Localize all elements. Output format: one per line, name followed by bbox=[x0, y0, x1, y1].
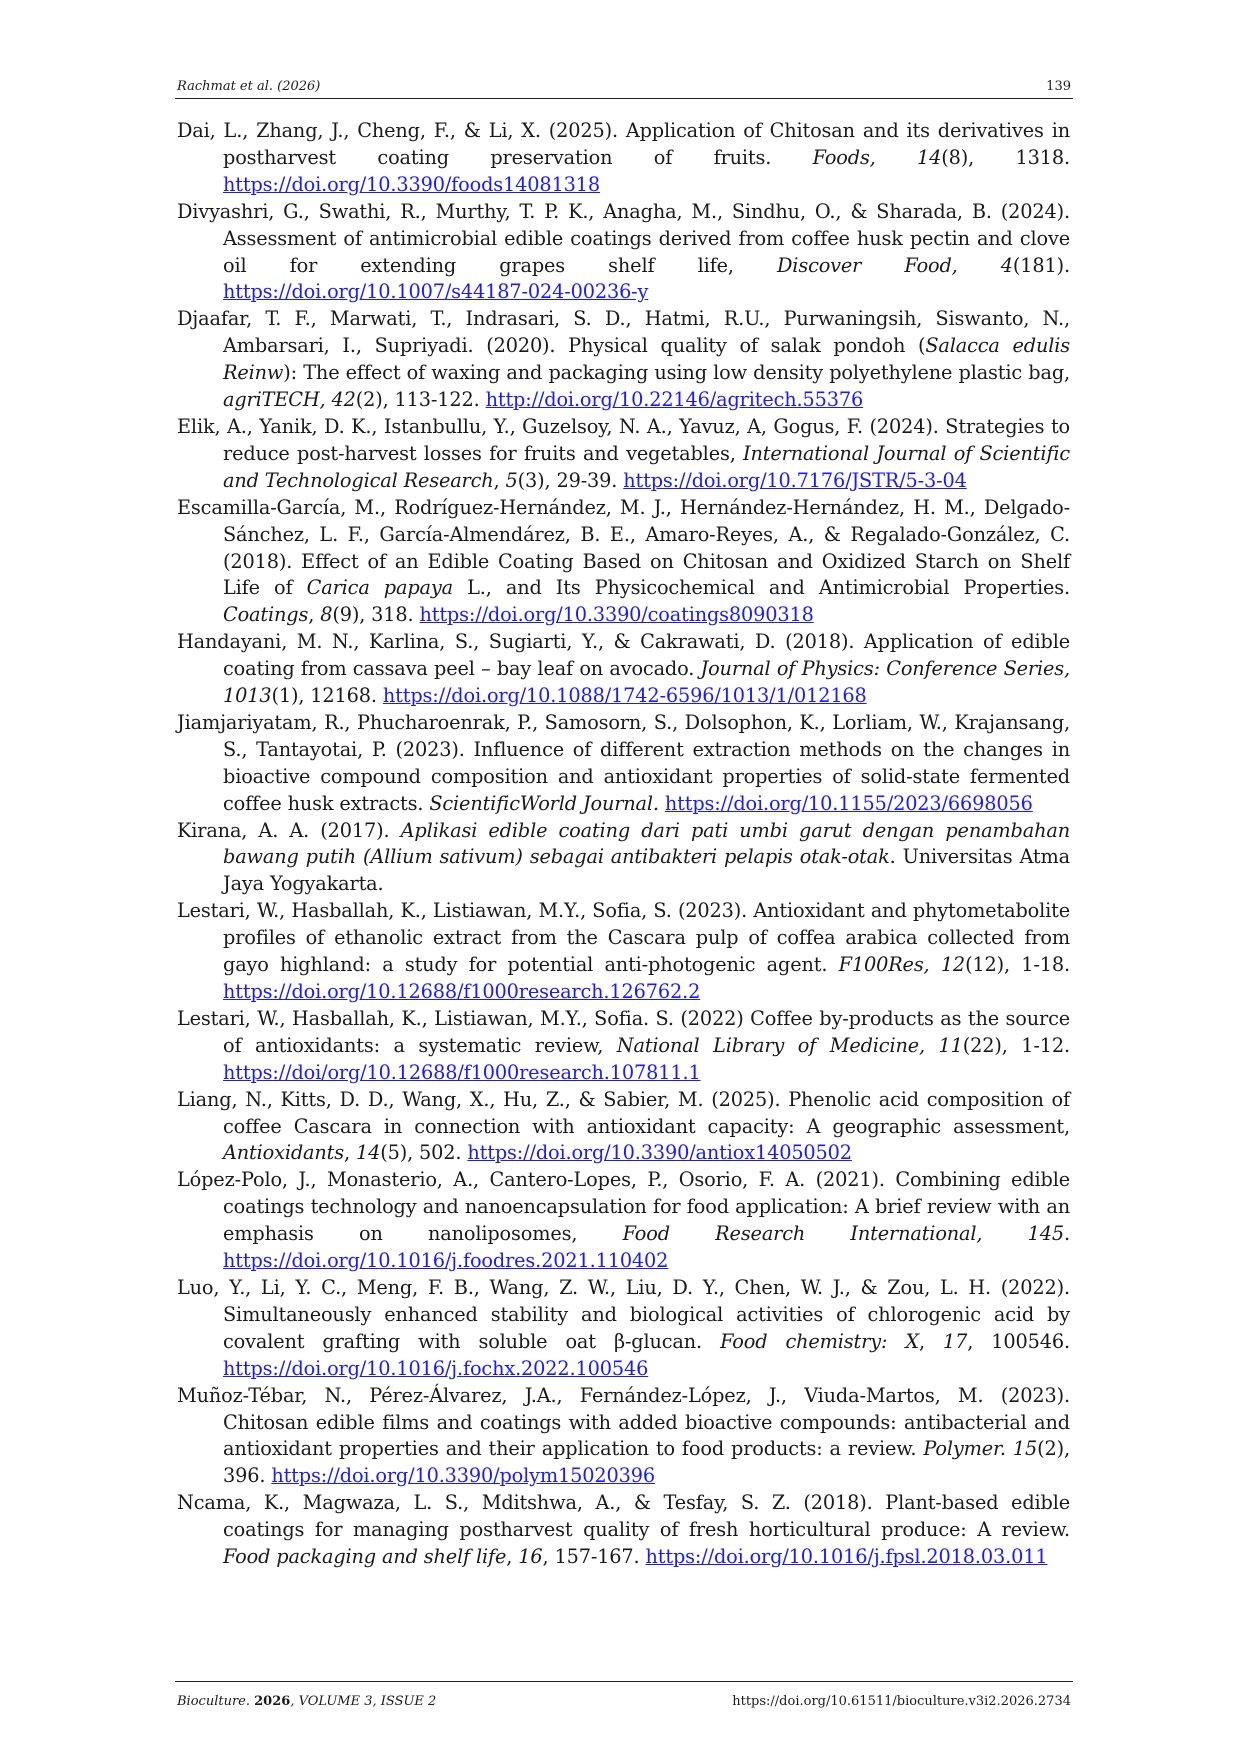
reference-text: . Universitas Atma Jaya Yogyakarta. bbox=[223, 845, 1070, 896]
doi-link[interactable]: https://doi.org/10.3390/coatings8090318 bbox=[419, 603, 814, 627]
italic-text: Antioxidants bbox=[223, 1141, 345, 1165]
reference-text: , bbox=[493, 468, 506, 492]
reference-entry: Divyashri, G., Swathi, R., Murthy, T. P.… bbox=[177, 199, 1070, 307]
reference-entry: Lestari, W., Hasballah, K., Listiawan, M… bbox=[177, 898, 1070, 1006]
doi-link[interactable]: https://doi.org/10.1016/j.fpsl.2018.03.0… bbox=[645, 1545, 1048, 1569]
reference-text: Lestari, W., Hasballah, K., Listiawan, M… bbox=[177, 899, 1070, 977]
reference-text: (2), 396. bbox=[223, 1437, 1070, 1488]
reference-entry: Escamilla-García, M., Rodríguez-Hernánde… bbox=[177, 495, 1070, 630]
volume-issue: , VOLUME 3, ISSUE 2 bbox=[290, 1694, 437, 1709]
doi-link[interactable]: https://doi.org/10.7176/JSTR/5-3-04 bbox=[623, 468, 967, 492]
reference-text: (9), 318. bbox=[332, 603, 420, 627]
reference-text: , bbox=[506, 1545, 519, 1569]
doi-link[interactable]: https://doi.org/10.1016/j.fochx.2022.100… bbox=[223, 1356, 649, 1380]
italic-text: Polymer. 15 bbox=[923, 1437, 1038, 1461]
italic-text: 16 bbox=[518, 1545, 543, 1569]
reference-entry: Kirana, A. A. (2017). Aplikasi edible co… bbox=[177, 818, 1070, 899]
reference-text: , 157-167. bbox=[542, 1545, 646, 1569]
reference-text: . bbox=[1064, 1222, 1070, 1246]
italic-text: Coatings bbox=[223, 603, 309, 627]
italic-text: Aplikasi edible coating dari pati umbi g… bbox=[223, 818, 1070, 869]
reference-text: (3), 29-39. bbox=[517, 468, 624, 492]
reference-text: ): The effect of waxing and packaging us… bbox=[283, 361, 1070, 385]
journal-year: 2026 bbox=[254, 1694, 291, 1709]
italic-text: Food packaging and shelf life bbox=[223, 1545, 507, 1569]
italic-text: Food Research International, 145 bbox=[622, 1222, 1065, 1246]
italic-text: National Library of Medicine, 11 bbox=[616, 1033, 963, 1057]
doi-link[interactable]: https://doi.org/10.1016/j.foodres.2021.1… bbox=[223, 1249, 669, 1273]
reference-text: Divyashri, G., Swathi, R., Murthy, T. P.… bbox=[177, 199, 1070, 277]
italic-text: Discover Food, 4 bbox=[777, 253, 1013, 277]
footer-doi: https://doi.org/10.61511/bioculture.v3i2… bbox=[732, 1694, 1071, 1709]
reference-text: , bbox=[344, 1141, 356, 1165]
reference-text: Kirana, A. A. (2017). bbox=[177, 818, 401, 842]
italic-text: F100Res, 12 bbox=[838, 953, 966, 977]
doi-link[interactable]: http://doi.org/10.22146/agritech.55376 bbox=[485, 388, 864, 412]
reference-text: Lestari, W., Hasballah, K., Listiawan, M… bbox=[177, 1006, 1070, 1057]
reference-text: Ncama, K., Magwaza, L. S., Mditshwa, A.,… bbox=[177, 1491, 1070, 1542]
doi-link[interactable]: https://doi.org/10.3390/polym15020396 bbox=[271, 1464, 655, 1488]
reference-text: Elik, A., Yanik, D. K., Istanbullu, Y., … bbox=[177, 414, 1070, 465]
italic-text: agriTECH, 42 bbox=[223, 388, 356, 412]
footer-journal: Bioculture. 2026, VOLUME 3, ISSUE 2 bbox=[177, 1694, 436, 1709]
reference-text: Muñoz-Tébar, N., Pérez-Álvarez, J.A., Fe… bbox=[177, 1383, 1070, 1461]
doi-link[interactable]: https://doi.org/10.1088/1742-6596/1013/1… bbox=[382, 684, 867, 708]
reference-entry: Lestari, W., Hasballah, K., Listiawan, M… bbox=[177, 1006, 1070, 1087]
reference-text: (5), 502. bbox=[380, 1141, 468, 1165]
reference-list: Dai, L., Zhang, J., Cheng, F., & Li, X. … bbox=[177, 118, 1070, 1571]
italic-text: 5 bbox=[505, 468, 518, 492]
italic-text: Foods, 14 bbox=[812, 145, 942, 169]
italic-text: Journal of Physics: Conference Series, 1… bbox=[223, 657, 1070, 708]
reference-text: , 100546. bbox=[967, 1329, 1070, 1353]
page-number: 139 bbox=[1046, 79, 1071, 94]
reference-text: (1), 12168. bbox=[271, 684, 383, 708]
italic-text: Salacca edulis Reinw bbox=[223, 334, 1071, 385]
italic-text: International Journal of Scientific and … bbox=[223, 441, 1070, 492]
doi-link[interactable]: https://doi.org/10.1155/2023/6698056 bbox=[664, 791, 1033, 815]
running-title: Rachmat et al. (2026) bbox=[177, 79, 321, 94]
reference-text: Escamilla-García, M., Rodríguez-Hernánde… bbox=[177, 495, 1070, 600]
italic-text: 17 bbox=[943, 1329, 968, 1353]
reference-text: Jiamjariyatam, R., Phucharoenrak, P., Sa… bbox=[177, 710, 1070, 815]
italic-text: ScientificWorld Journal. bbox=[429, 791, 659, 815]
italic-text: Food chemistry: X bbox=[720, 1329, 919, 1353]
reference-entry: Jiamjariyatam, R., Phucharoenrak, P., Sa… bbox=[177, 710, 1070, 818]
reference-text: , bbox=[918, 1329, 943, 1353]
reference-text: (12), 1-18. bbox=[965, 953, 1070, 977]
reference-entry: Elik, A., Yanik, D. K., Istanbullu, Y., … bbox=[177, 414, 1070, 495]
reference-entry: Handayani, M. N., Karlina, S., Sugiarti,… bbox=[177, 629, 1070, 710]
reference-text: Handayani, M. N., Karlina, S., Sugiarti,… bbox=[177, 630, 1070, 681]
doi-link[interactable]: https://doi.org/10.3390/foods14081318 bbox=[223, 172, 600, 196]
reference-entry: Ncama, K., Magwaza, L. S., Mditshwa, A.,… bbox=[177, 1490, 1070, 1571]
doi-link[interactable]: https://doi.org/10.12688/f1000research.1… bbox=[223, 980, 701, 1003]
journal-name: Bioculture. bbox=[177, 1694, 250, 1709]
reference-text: Dai, L., Zhang, J., Cheng, F., & Li, X. … bbox=[177, 119, 1070, 169]
reference-text: L., and Its Physicochemical and Antimicr… bbox=[452, 576, 1070, 600]
page-footer: Bioculture. 2026, VOLUME 3, ISSUE 2 http… bbox=[175, 1681, 1073, 1709]
reference-entry: López-Polo, J., Monasterio, A., Cantero-… bbox=[177, 1167, 1070, 1275]
italic-text: Carica papaya bbox=[306, 576, 453, 600]
reference-text: Djaafar, T. F., Marwati, T., Indrasari, … bbox=[177, 307, 1070, 358]
reference-text: Luo, Y., Li, Y. C., Meng, F. B., Wang, Z… bbox=[177, 1275, 1070, 1353]
reference-text: , bbox=[308, 603, 321, 627]
reference-text: Liang, N., Kitts, D. D., Wang, X., Hu, Z… bbox=[177, 1087, 1070, 1138]
reference-text: (2), 113-122. bbox=[355, 388, 486, 412]
reference-text: (22), 1-12. bbox=[962, 1033, 1070, 1057]
reference-text: (8), 1318. bbox=[941, 145, 1070, 169]
doi-link[interactable]: https://doi.org/10.3390/antiox14050502 bbox=[467, 1141, 852, 1165]
reference-text: López-Polo, J., Monasterio, A., Cantero-… bbox=[177, 1168, 1070, 1246]
italic-text: 14 bbox=[355, 1141, 381, 1165]
reference-entry: Dai, L., Zhang, J., Cheng, F., & Li, X. … bbox=[177, 118, 1070, 199]
reference-entry: Luo, Y., Li, Y. C., Meng, F. B., Wang, Z… bbox=[177, 1275, 1070, 1383]
doi-link[interactable]: https://doi/org/10.12688/f1000research.1… bbox=[223, 1060, 701, 1084]
reference-entry: Djaafar, T. F., Marwati, T., Indrasari, … bbox=[177, 306, 1070, 414]
doi-link[interactable]: https://doi.org/10.1007/s44187-024-00236… bbox=[223, 280, 649, 304]
italic-text: 8 bbox=[320, 603, 333, 627]
reference-text: (181). bbox=[1012, 253, 1070, 277]
reference-entry: Liang, N., Kitts, D. D., Wang, X., Hu, Z… bbox=[177, 1087, 1070, 1168]
page-header: Rachmat et al. (2026) 139 bbox=[175, 76, 1073, 99]
reference-entry: Muñoz-Tébar, N., Pérez-Álvarez, J.A., Fe… bbox=[177, 1383, 1070, 1491]
